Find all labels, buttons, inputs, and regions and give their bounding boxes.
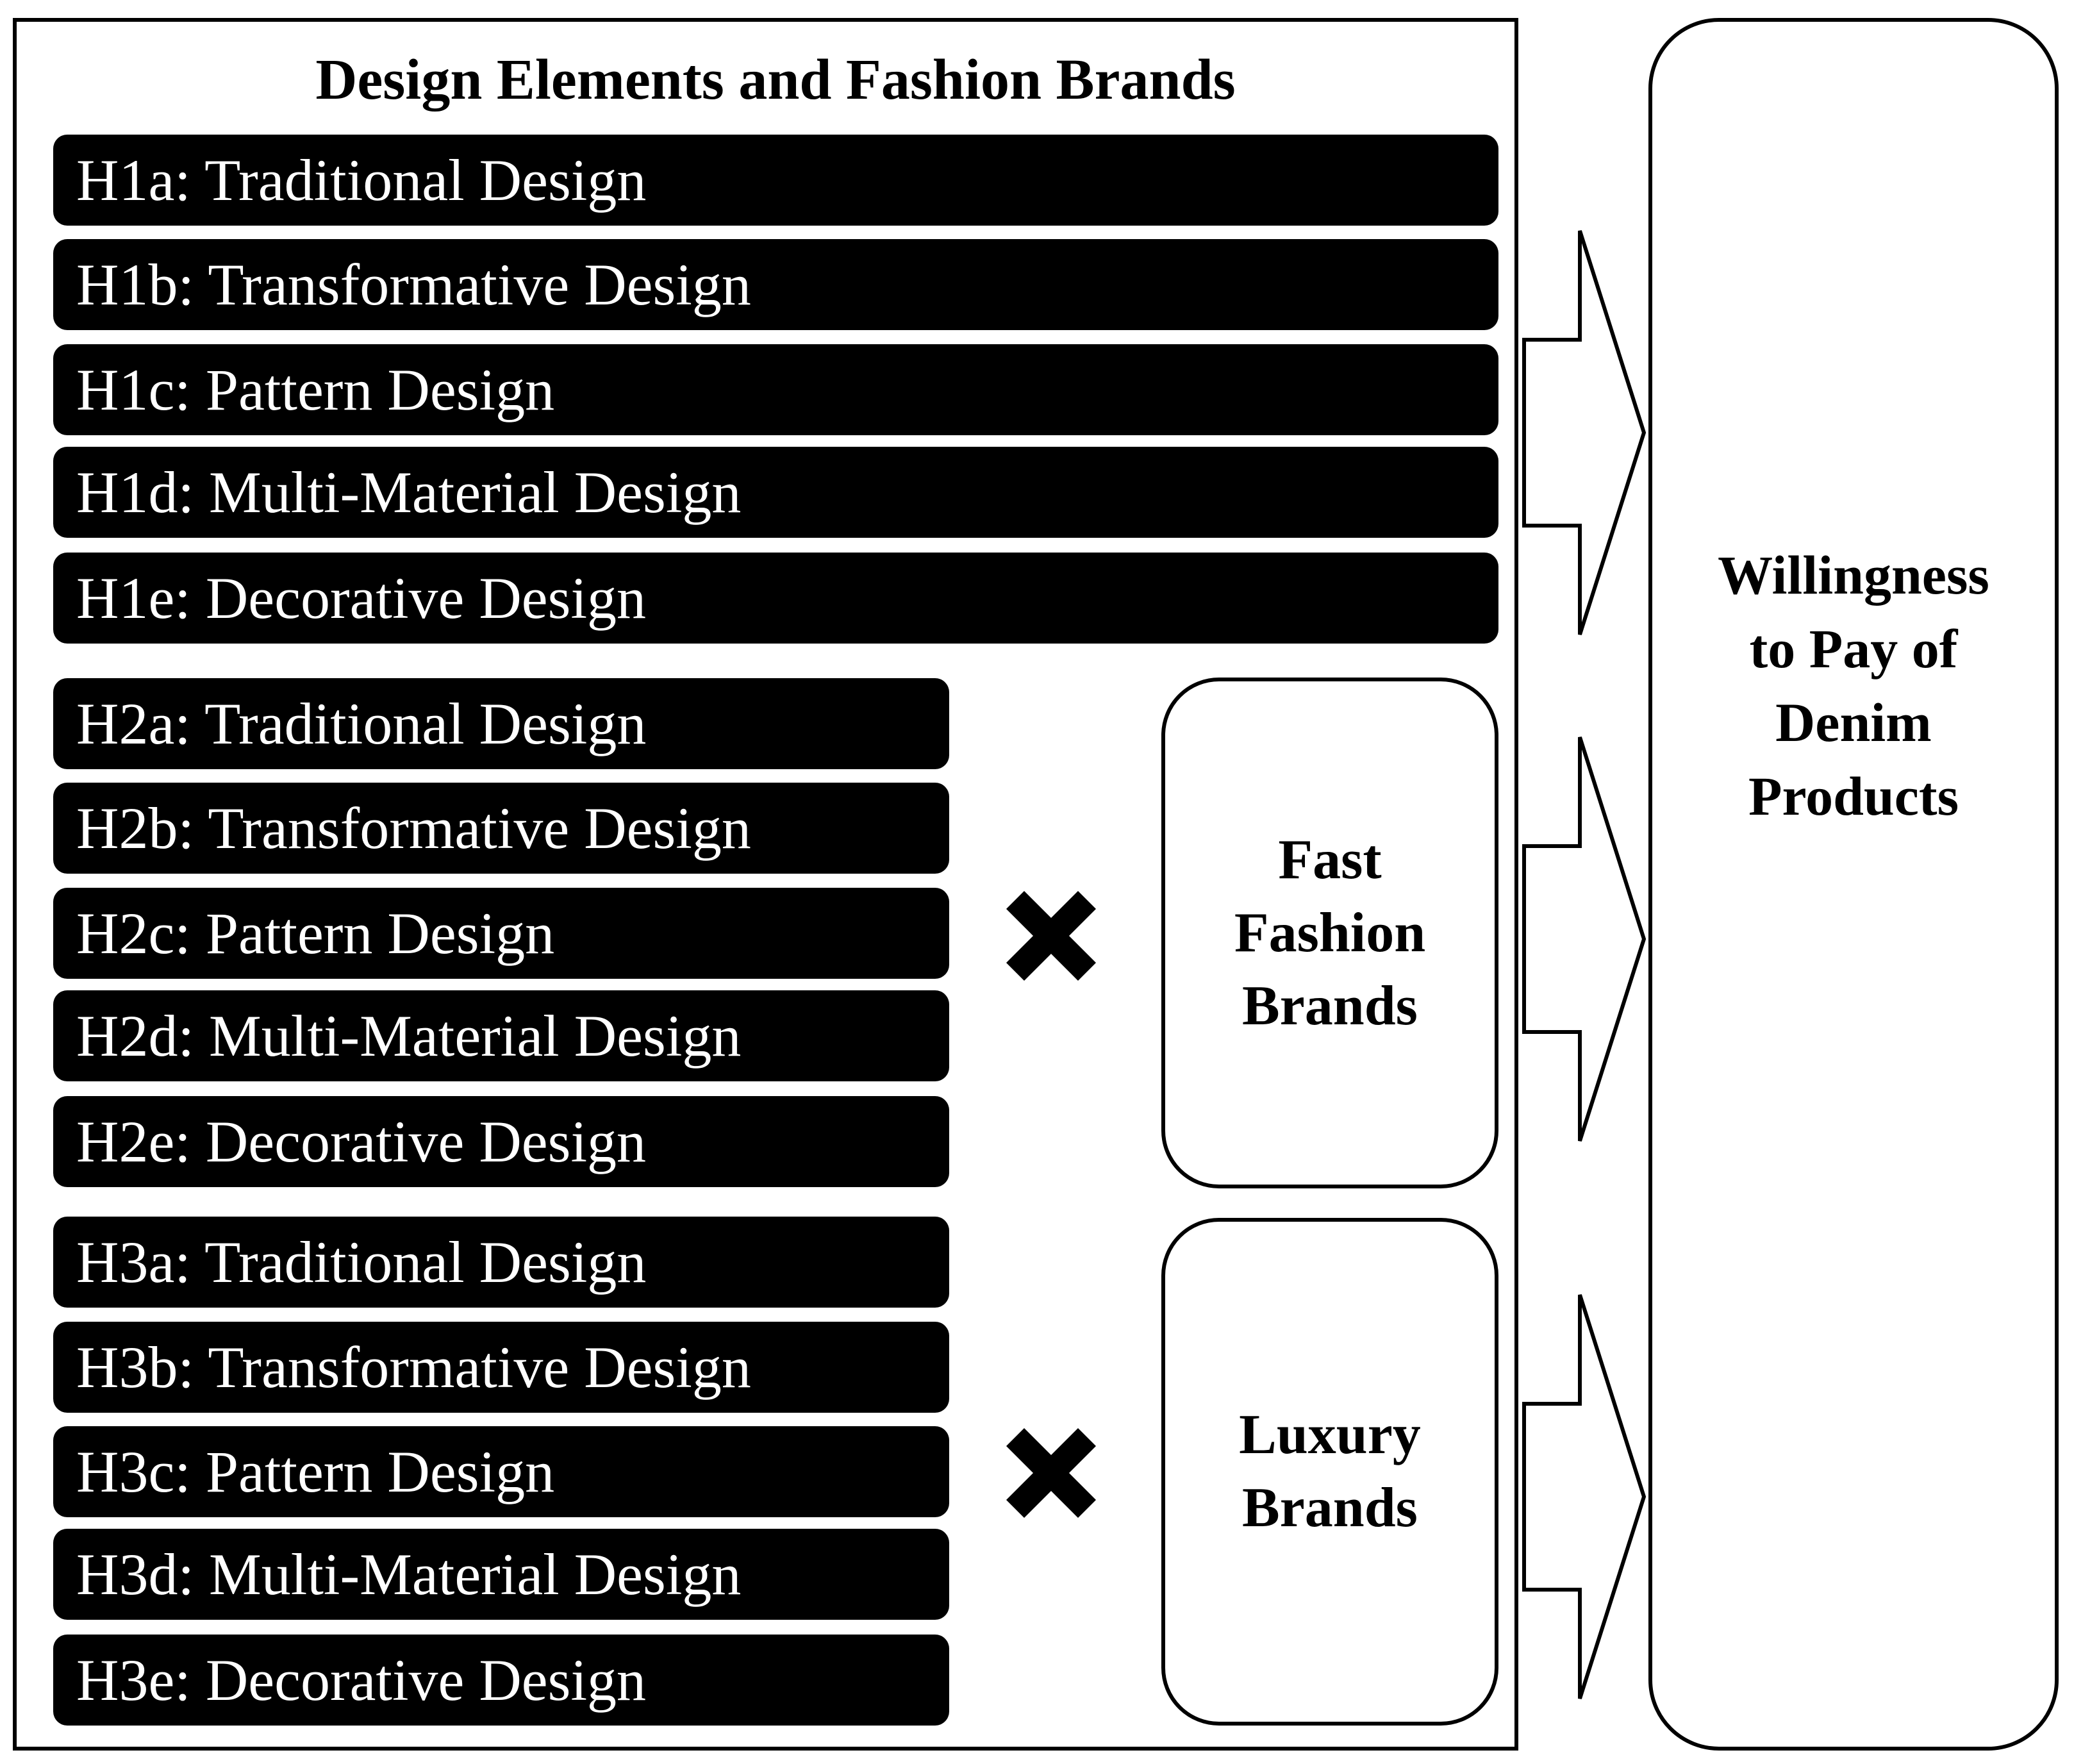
hypothesis-bar-h2b: H2b: Transformative Design [53,783,949,874]
hypothesis-bar-h1b: H1b: Transformative Design [53,239,1498,330]
outcome-willingness-to-pay: Willingness to Pay of Denim Products [1648,18,2059,1751]
outcome-line: Denim [1775,691,1932,753]
moderator-line: Brands [1242,1477,1418,1539]
hypothesis-bar-h3a: H3a: Traditional Design [53,1217,949,1308]
multiply-icon [1006,1428,1096,1518]
hypothesis-bar-h1e: H1e: Decorative Design [53,553,1498,644]
hypothesis-bar-h1a: H1a: Traditional Design [53,135,1498,226]
hypothesis-bar-h2a: H2a: Traditional Design [53,678,949,769]
multiply-icon [1006,891,1096,981]
diagram-title: Design Elements and Fashion Brands [315,48,1236,112]
hypothesis-bar-h3e: H3e: Decorative Design [53,1635,949,1726]
hypotheses-frame [13,18,1518,1751]
moderator-line: Fashion [1234,901,1426,964]
right-arrow-icon [1522,230,1647,635]
right-arrow-icon [1522,736,1647,1142]
moderator-fast-fashion-brands: Fast Fashion Brands [1161,678,1498,1188]
hypothesis-bar-h3b: H3b: Transformative Design [53,1322,949,1413]
outcome-line: Willingness [1718,544,1989,606]
moderator-line: Luxury [1239,1404,1421,1466]
hypothesis-bar-h1c: H1c: Pattern Design [53,344,1498,435]
outcome-line: Products [1748,765,1959,827]
moderator-line: Fast [1278,828,1382,891]
hypothesis-bar-h2c: H2c: Pattern Design [53,888,949,979]
hypothesis-bar-h1d: H1d: Multi-Material Design [53,447,1498,538]
hypothesis-bar-h3c: H3c: Pattern Design [53,1426,949,1517]
moderator-line: Brands [1242,974,1418,1037]
hypothesis-bar-h2d: H2d: Multi-Material Design [53,990,949,1081]
hypothesis-bar-h3d: H3d: Multi-Material Design [53,1529,949,1620]
hypothesis-bar-h2e: H2e: Decorative Design [53,1096,949,1187]
right-arrow-icon [1522,1294,1647,1699]
outcome-line: to Pay of [1749,617,1958,679]
moderator-luxury-brands: Luxury Brands [1161,1218,1498,1726]
